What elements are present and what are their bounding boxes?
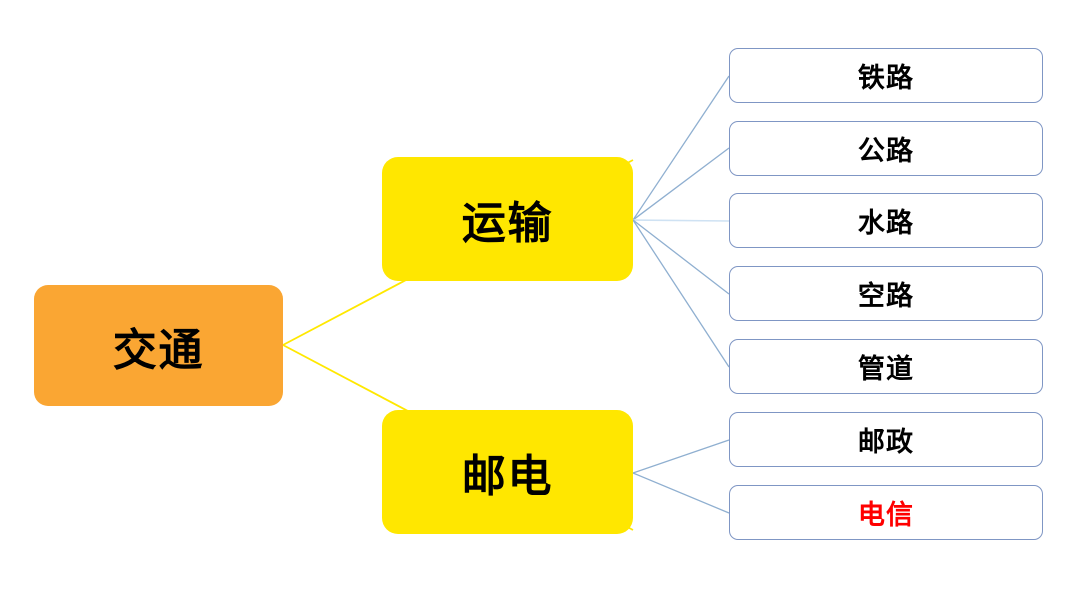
node-branch-yunshu[interactable]: 运输 <box>382 157 633 281</box>
node-leaf-shuilu[interactable]: 水路 <box>729 193 1043 248</box>
node-leaf-label: 水路 <box>857 208 915 238</box>
node-branch-label: 运输 <box>461 199 554 248</box>
connector-youdian-to-dianxin <box>632 472 730 514</box>
node-leaf-youzheng[interactable]: 邮政 <box>729 412 1043 467</box>
node-leaf-label: 管道 <box>857 354 915 384</box>
node-leaf-label: 公路 <box>857 136 915 166</box>
connector-youdian-to-youzheng <box>632 439 730 474</box>
connector-yunshu-to-guandao <box>632 219 730 368</box>
connector-yunshu-to-konglu <box>632 219 730 295</box>
node-leaf-label: 铁路 <box>857 63 915 93</box>
node-root-jiaotong[interactable]: 交通 <box>34 285 283 406</box>
node-leaf-gonglu[interactable]: 公路 <box>729 121 1043 176</box>
node-leaf-label: 空路 <box>857 281 915 311</box>
node-leaf-guandao[interactable]: 管道 <box>729 339 1043 394</box>
connector-yunshu-to-tielu <box>632 75 730 221</box>
node-root-label: 交通 <box>112 325 205 375</box>
node-leaf-konglu[interactable]: 空路 <box>729 266 1043 321</box>
connector-yunshu-to-shuilu <box>632 219 730 222</box>
node-branch-label: 邮电 <box>461 452 554 501</box>
node-leaf-dianxin[interactable]: 电信 <box>729 485 1043 540</box>
connector-yunshu-to-gonglu <box>632 147 730 221</box>
node-leaf-tielu[interactable]: 铁路 <box>729 48 1043 103</box>
node-leaf-label: 电信 <box>857 500 915 530</box>
node-branch-youdian[interactable]: 邮电 <box>382 410 633 534</box>
node-leaf-label: 邮政 <box>857 427 915 457</box>
